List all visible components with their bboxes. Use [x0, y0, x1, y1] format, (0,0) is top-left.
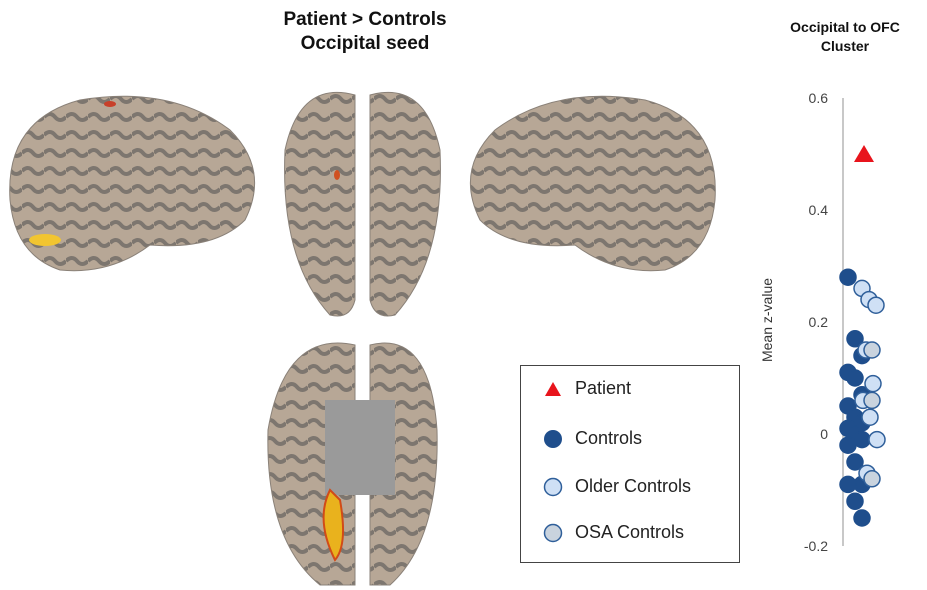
chart-title: Occipital to OFC Cluster [760, 18, 927, 56]
activation-blob [334, 170, 340, 180]
legend-item-controls: Controls [543, 428, 642, 449]
controls-point [846, 492, 864, 510]
brain-renderings [9, 91, 716, 586]
controls-point [846, 330, 864, 348]
left-lateral-brain [9, 95, 256, 272]
circle-marker-icon [543, 477, 563, 496]
dorsal-brain [284, 91, 441, 317]
controls-point [846, 453, 864, 471]
patient-point [854, 145, 874, 162]
controls-point [846, 369, 864, 387]
legend-item-osa-controls: OSA Controls [543, 522, 684, 543]
older-controls-point [868, 430, 886, 449]
right-lateral-brain [469, 95, 716, 272]
chart-title-line-2: Cluster [820, 38, 870, 54]
ventral-brain [267, 342, 438, 586]
title-line-2: Occipital seed [300, 33, 430, 54]
circle-marker-icon [543, 523, 563, 542]
osa-controls-point [863, 341, 881, 359]
chart-legend: Patient Controls Older Controls OSA Cont… [520, 365, 740, 563]
figure-title: Patient > Controls Occipital seed [240, 8, 490, 56]
legend-label: OSA Controls [575, 522, 685, 542]
y-tick-label: 0.2 [809, 314, 829, 330]
activation-blob [29, 234, 61, 246]
legend-label: Patient [575, 378, 632, 398]
controls-point [853, 509, 871, 527]
legend-item-patient: Patient [543, 378, 631, 399]
older-controls-point [867, 296, 885, 314]
y-tick-label: 0 [820, 426, 828, 442]
activation-blob [104, 101, 116, 107]
y-tick-label: 0.4 [809, 202, 829, 218]
y-tick-label: -0.2 [804, 538, 828, 554]
controls-point [839, 475, 857, 494]
y-tick-label: 0.6 [809, 90, 829, 106]
controls-point [839, 436, 857, 454]
osa-controls-point [863, 470, 881, 488]
legend-label: Controls [575, 428, 643, 448]
activation-blob [322, 488, 345, 562]
y-axis-label: Mean z-value [759, 278, 775, 362]
older-controls-point [864, 374, 882, 393]
triangle-marker-icon [545, 381, 561, 396]
legend-label: Older Controls [575, 476, 692, 496]
controls-point [839, 268, 857, 286]
title-line-1: Patient > Controls [283, 9, 447, 30]
legend-item-older-controls: Older Controls [543, 476, 691, 497]
circle-marker-icon [544, 429, 562, 448]
osa-controls-point [863, 391, 881, 410]
chart-title-line-1: Occipital to OFC [790, 19, 900, 35]
older-controls-point [861, 408, 879, 426]
